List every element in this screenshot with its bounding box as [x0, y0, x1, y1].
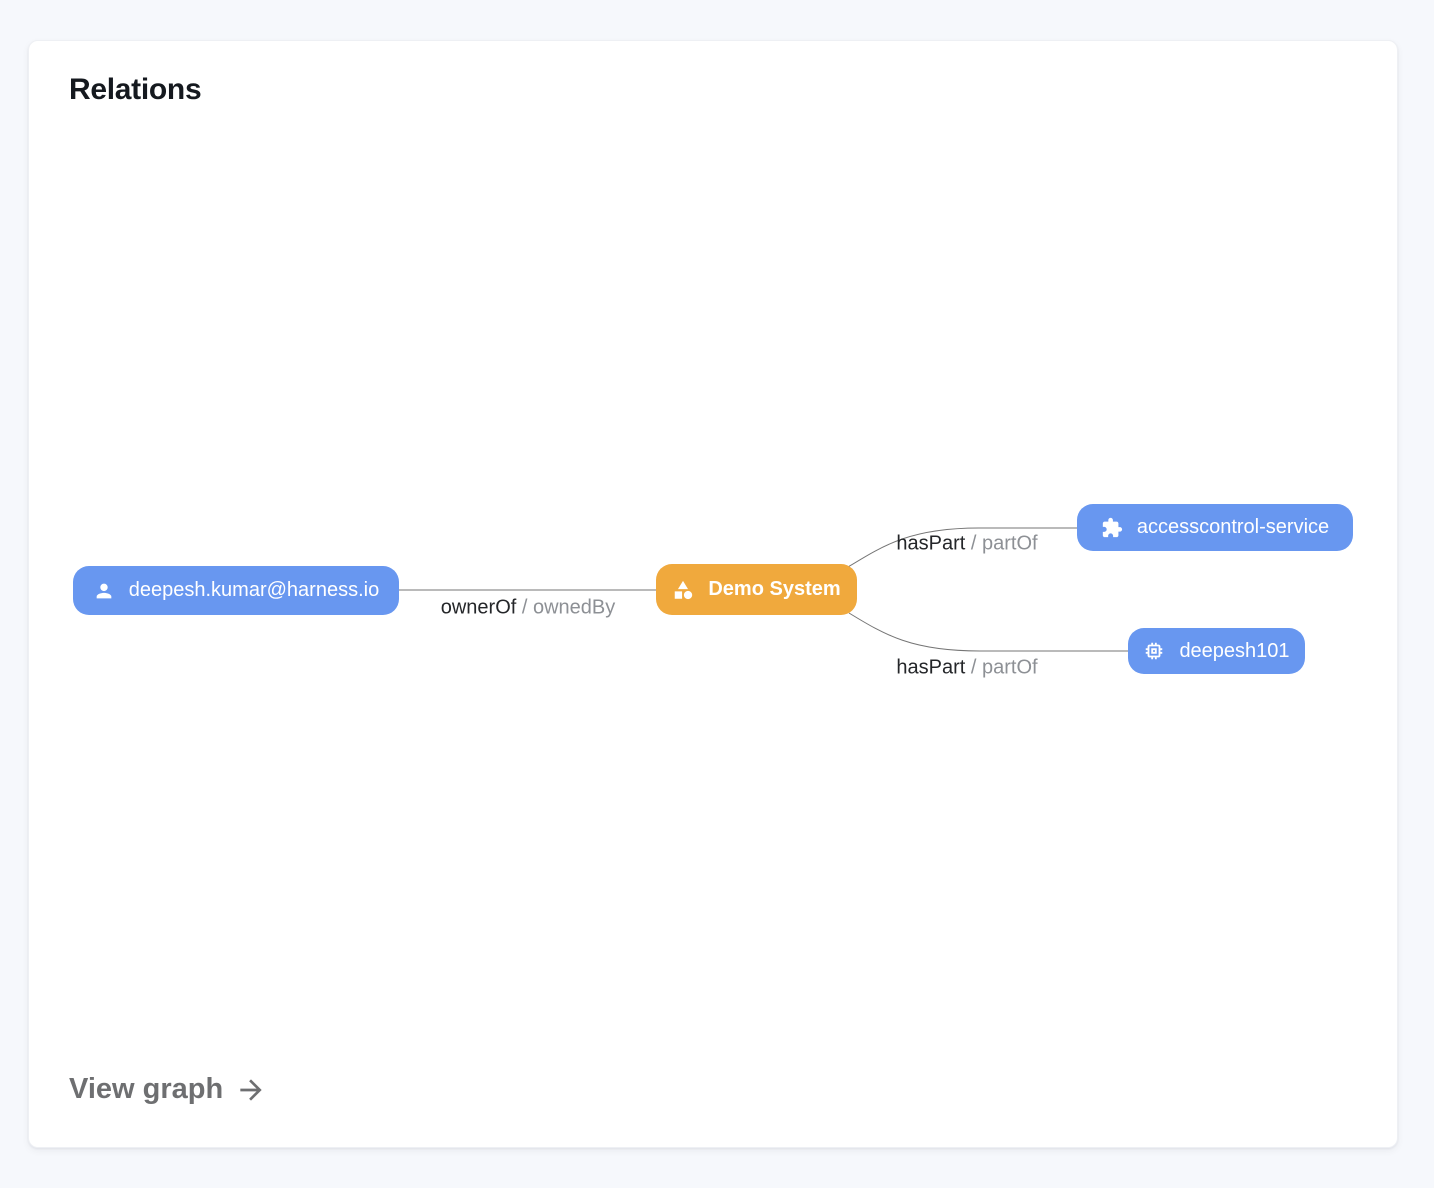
node-label: Demo System: [708, 578, 841, 600]
node-label: accesscontrol-service: [1136, 516, 1330, 538]
edge-label-system-resource: hasPart / partOf: [896, 657, 1037, 680]
edge-label-primary: hasPart: [896, 656, 966, 679]
relations-card: Relations deepesh.kumar@harness.io Demo S…: [28, 40, 1398, 1148]
edge-label-user-system: ownerOf / ownedBy: [441, 597, 616, 620]
edge-label-secondary: / partOf: [965, 656, 1038, 679]
edge-label-secondary: / ownedBy: [516, 596, 616, 619]
graph-node-service[interactable]: accesscontrol-service: [1077, 504, 1353, 551]
card-title: Relations: [69, 73, 202, 106]
edge-label-system-service: hasPart / partOf: [896, 533, 1037, 556]
graph-node-resource[interactable]: deepesh101: [1128, 628, 1305, 674]
category-icon: [672, 579, 694, 601]
edge-label-secondary: / partOf: [965, 532, 1038, 555]
person-icon: [93, 580, 115, 602]
arrow-forward-icon: [235, 1074, 267, 1106]
edge-system-resource: [848, 612, 1128, 652]
graph-node-system[interactable]: Demo System: [656, 564, 857, 615]
relations-graph: deepesh.kumar@harness.io Demo System acces…: [29, 41, 1397, 1147]
node-label: deepesh101: [1179, 639, 1290, 662]
view-graph-label: View graph: [69, 1073, 224, 1105]
edge-system-service: [847, 527, 1077, 568]
extension-icon: [1101, 517, 1123, 539]
graph-node-user[interactable]: deepesh.kumar@harness.io: [73, 566, 399, 615]
edge-label-primary: ownerOf: [440, 596, 517, 619]
relations-graph-edges: [399, 527, 1128, 652]
edge-label-primary: hasPart: [896, 532, 966, 555]
view-graph-link[interactable]: View graph: [69, 1073, 267, 1106]
node-label: deepesh.kumar@harness.io: [128, 579, 380, 601]
memory-icon: [1143, 640, 1165, 662]
